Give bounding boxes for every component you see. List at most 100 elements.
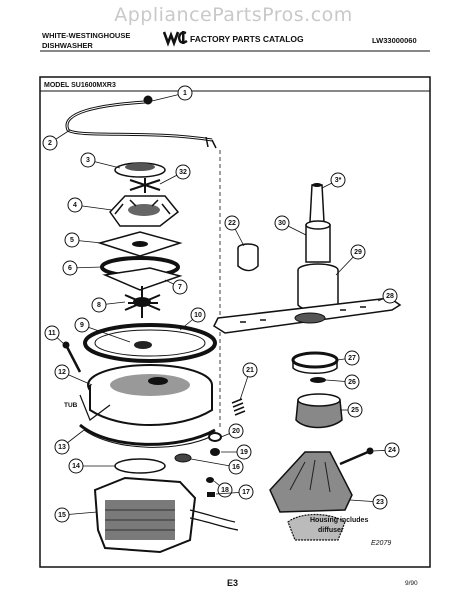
part-10-ring	[83, 323, 217, 363]
callout-bubble	[224, 215, 240, 231]
date-code: 9/90	[405, 580, 418, 587]
callout-number: 7	[178, 284, 182, 291]
callout-bubble	[242, 362, 258, 378]
brand-name: WHITE-WESTINGHOUSE	[42, 31, 131, 40]
callout-number: 23	[376, 499, 384, 506]
callout-number: 4	[73, 202, 77, 209]
callout-number: 14	[72, 463, 80, 470]
part-32-impeller	[129, 178, 161, 193]
callout-bubble	[54, 439, 70, 455]
callout-13: 13	[54, 429, 85, 455]
callout-bubble	[54, 364, 70, 380]
callout-bubble	[330, 172, 346, 188]
callout-27: 27	[336, 350, 360, 366]
callout-leader	[81, 324, 131, 343]
part-14-disc	[114, 458, 166, 474]
drawing-code: E2079	[371, 540, 392, 547]
callout-number: 9	[80, 322, 84, 329]
callout-number: 24	[388, 447, 396, 454]
callout-29: 29	[335, 244, 366, 276]
part-15-motor	[93, 476, 239, 554]
callout-bubble	[228, 459, 244, 475]
callout-bubble	[42, 135, 58, 151]
model-number: MODEL SU1600MXR3	[44, 82, 116, 89]
callout-group: 123324567891011121314153*302229282127262…	[42, 85, 400, 523]
callout-3-star: 3*	[321, 172, 346, 189]
callout-number: 32	[179, 169, 187, 176]
part-22-bushing	[237, 243, 259, 272]
callout-number: 6	[68, 265, 72, 272]
callout-8: 8	[91, 297, 126, 313]
part-5-plate	[97, 231, 183, 257]
callout-bubble	[382, 288, 398, 304]
callout-bubble	[274, 215, 290, 231]
callout-number: 28	[386, 293, 394, 300]
callout-number: 3*	[335, 177, 342, 184]
page-code: E3	[227, 578, 239, 588]
callout-22: 22	[224, 215, 245, 247]
callout-32: 32	[159, 164, 191, 185]
part-8-impeller	[124, 286, 161, 318]
callout-number: 1	[183, 90, 187, 97]
callout-bubble	[238, 484, 254, 500]
callout-number: 16	[232, 464, 240, 471]
callout-bubble	[91, 297, 107, 313]
callout-number: 21	[246, 367, 254, 374]
callout-number: 20	[232, 428, 240, 435]
callout-number: 30	[278, 220, 286, 227]
callout-6: 6	[62, 260, 103, 276]
part-24-screw	[339, 447, 374, 466]
part-19-grommet	[210, 448, 220, 456]
part-29-tower-base	[297, 263, 339, 312]
callout-30: 30	[274, 215, 307, 236]
callout-17: 17	[215, 484, 254, 500]
callout-3: 3	[80, 152, 121, 169]
callout-bubble	[384, 442, 400, 458]
part-23-housing	[269, 451, 353, 541]
callout-18: 18	[213, 480, 233, 498]
tub-label: TUB	[64, 402, 78, 409]
callout-number: 5	[70, 237, 74, 244]
part-30-tube	[305, 220, 331, 263]
callout-bubble	[54, 507, 70, 523]
callout-number: 13	[58, 444, 66, 451]
part-21-spring	[231, 398, 246, 416]
callout-26: 26	[325, 374, 360, 390]
callout-15: 15	[54, 507, 98, 523]
callout-bubble	[44, 325, 60, 341]
callout-bubble	[347, 402, 363, 418]
callout-bubble	[74, 317, 90, 333]
product-type: DISHWASHER	[42, 41, 93, 50]
callout-number: 2	[48, 140, 52, 147]
part-16-gasket	[174, 453, 192, 463]
callout-number: 15	[58, 512, 66, 519]
callout-bubble	[175, 164, 191, 180]
callout-12: 12	[54, 364, 93, 386]
callout-number: 17	[242, 489, 250, 496]
callout-number: 18	[221, 487, 229, 494]
part-7-seal	[102, 267, 183, 291]
callout-20: 20	[220, 423, 244, 439]
part-25-filter	[295, 393, 343, 429]
callout-number: 22	[228, 220, 236, 227]
callout-4: 4	[67, 197, 113, 213]
callout-bubble	[62, 260, 78, 276]
callout-24: 24	[372, 442, 400, 458]
part-4-pump-cover	[109, 195, 180, 227]
callout-number: 25	[351, 407, 359, 414]
callout-bubble	[172, 279, 188, 295]
callout-bubble	[190, 307, 206, 323]
part-11-screw	[62, 341, 82, 373]
callout-leader	[190, 458, 237, 468]
callout-11: 11	[44, 325, 65, 345]
callout-bubble	[67, 197, 83, 213]
part-3-cap	[114, 162, 166, 178]
callout-bubble	[350, 244, 366, 260]
callout-bubble	[344, 374, 360, 390]
part-17-clip	[207, 492, 215, 497]
callout-number: 26	[348, 379, 356, 386]
part-26-nut	[310, 377, 326, 383]
callout-28: 28	[377, 288, 398, 304]
callout-1: 1	[151, 85, 193, 102]
